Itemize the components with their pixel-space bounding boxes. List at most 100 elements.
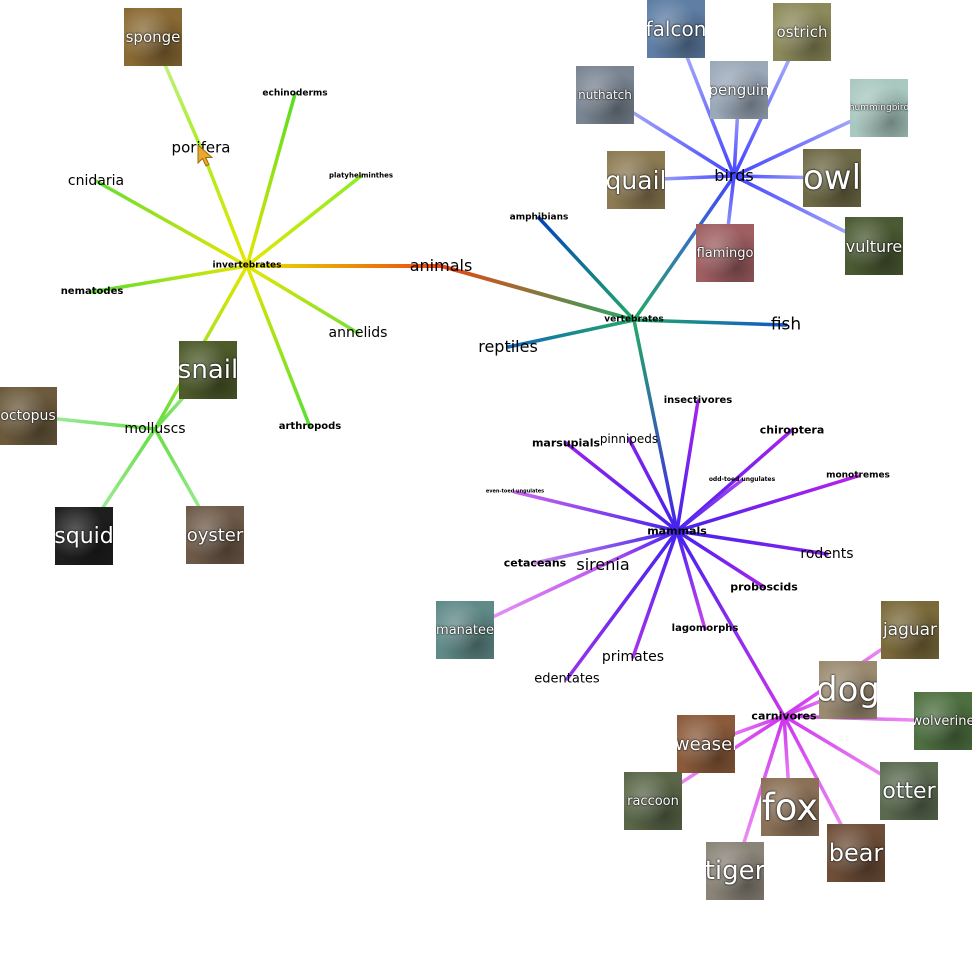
node-penguin[interactable]: penguin <box>710 61 768 119</box>
edge-animals-vertebrates <box>439 264 636 322</box>
edge-mammals-sirenia <box>601 529 679 567</box>
edge-mammals-odd-toed-ungulates <box>675 478 744 533</box>
photo-thumbnail <box>710 61 768 119</box>
edge-invertebrates-porifera <box>199 146 249 268</box>
node-falcon[interactable]: falcon <box>647 0 705 58</box>
node-label: octopus <box>0 408 56 424</box>
node-wolverine[interactable]: wolverine <box>914 692 972 750</box>
node-vertebrates[interactable]: vertebrates <box>604 314 664 325</box>
node-tiger[interactable]: tiger <box>706 842 764 900</box>
node-cetaceans[interactable]: cetaceans <box>503 556 567 570</box>
node-manatee[interactable]: manatee <box>436 601 494 659</box>
edge-vertebrates-fish <box>632 318 788 327</box>
edge-invertebrates-echinoderms <box>245 92 297 268</box>
photo-thumbnail <box>696 224 754 282</box>
node-sirenia[interactable]: sirenia <box>576 555 630 574</box>
edge-mammals-edentates <box>565 529 679 681</box>
node-insectivores[interactable]: insectivores <box>663 395 733 406</box>
photo-thumbnail <box>576 66 634 124</box>
node-marsupials[interactable]: marsupials <box>531 436 601 450</box>
node-label: ostrich <box>776 23 828 41</box>
node-otter[interactable]: otter <box>880 762 938 820</box>
node-squid[interactable]: squid <box>55 507 113 565</box>
node-label: oyster <box>186 524 244 546</box>
photo-thumbnail <box>55 507 113 565</box>
node-oyster[interactable]: oyster <box>186 506 244 564</box>
node-chiroptera[interactable]: chiroptera <box>759 423 825 437</box>
photo-thumbnail <box>647 0 705 58</box>
node-weasel[interactable]: weasel <box>677 715 735 773</box>
node-annelids[interactable]: annelids <box>328 325 388 341</box>
node-snail[interactable]: snail <box>179 341 237 399</box>
node-platyhelminthes[interactable]: platyhelminthes <box>328 171 394 180</box>
node-jaguar[interactable]: jaguar <box>881 601 939 659</box>
edge-vertebrates-amphibians <box>537 216 636 322</box>
node-primates[interactable]: primates <box>601 649 665 665</box>
node-rodents[interactable]: rodents <box>800 546 854 562</box>
node-label: vulture <box>845 236 903 256</box>
node-proboscids[interactable]: proboscids <box>730 580 798 594</box>
node-owl[interactable]: owl <box>803 149 861 207</box>
edge-vertebrates-reptiles <box>506 318 636 349</box>
node-amphibians[interactable]: amphibians <box>509 212 569 223</box>
node-octopus[interactable]: octopus <box>0 387 57 445</box>
photo-thumbnail <box>0 387 57 445</box>
node-label: sponge <box>125 28 181 46</box>
edge-invertebrates-arthropods <box>245 264 312 429</box>
node-fox[interactable]: fox <box>761 778 819 836</box>
node-monotremes[interactable]: monotremes <box>826 470 890 481</box>
node-sponge[interactable]: sponge <box>124 8 182 66</box>
node-hummingbird[interactable]: hummingbird <box>850 79 908 137</box>
node-arthropods[interactable]: arthropods <box>278 421 342 432</box>
edge-mammals-cetaceans <box>533 529 679 565</box>
node-even-toed-ungulates[interactable]: even-toed ungulates <box>485 488 545 495</box>
node-invertebrates[interactable]: invertebrates <box>212 260 282 271</box>
node-bear[interactable]: bear <box>827 824 885 882</box>
node-raccoon[interactable]: raccoon <box>624 772 682 830</box>
node-pinnipeds[interactable]: pinnipeds <box>599 432 659 446</box>
node-label: owl <box>803 158 861 198</box>
node-cnidaria[interactable]: cnidaria <box>67 173 125 189</box>
node-nematodes[interactable]: nematodes <box>60 286 124 297</box>
node-label: manatee <box>436 622 494 638</box>
node-dog[interactable]: dog <box>819 661 877 719</box>
node-flamingo[interactable]: flamingo <box>696 224 754 282</box>
node-label: wolverine <box>914 713 972 729</box>
photo-thumbnail <box>677 715 735 773</box>
node-mammals[interactable]: mammals <box>647 524 707 538</box>
node-edentates[interactable]: edentates <box>534 671 600 687</box>
node-odd-toed-ungulates[interactable]: odd-toed ungulates <box>708 476 776 483</box>
node-fish[interactable]: fish <box>770 314 802 335</box>
node-label: fox <box>761 785 819 829</box>
edge-mammals-marsupials <box>564 441 679 533</box>
node-label: tiger <box>706 856 764 886</box>
edge-vertebrates-mammals <box>632 318 679 533</box>
node-carnivores[interactable]: carnivores <box>751 709 817 723</box>
node-birds[interactable]: birds <box>714 166 754 185</box>
edge-mammals-carnivores <box>675 529 786 718</box>
node-animals[interactable]: animals <box>409 256 473 275</box>
node-label: bear <box>828 839 884 867</box>
node-reptiles[interactable]: reptiles <box>478 337 538 356</box>
photo-thumbnail <box>761 778 819 836</box>
node-label: weasel <box>677 733 735 755</box>
photo-thumbnail <box>773 3 831 61</box>
node-echinoderms[interactable]: echinoderms <box>262 88 328 99</box>
edge-mammals-monotremes <box>675 474 860 533</box>
node-nuthatch[interactable]: nuthatch <box>576 66 634 124</box>
edge-invertebrates-platyhelminthes <box>245 174 363 268</box>
node-ostrich[interactable]: ostrich <box>773 3 831 61</box>
node-molluscs[interactable]: molluscs <box>124 421 186 437</box>
node-vulture[interactable]: vulture <box>845 217 903 275</box>
edge-invertebrates-nematodes <box>90 264 249 294</box>
photo-thumbnail <box>845 217 903 275</box>
node-lagomorphs[interactable]: lagomorphs <box>671 623 739 634</box>
node-label: hummingbird <box>850 103 908 113</box>
node-quail[interactable]: quail <box>607 151 665 209</box>
edge-invertebrates-cnidaria <box>94 179 249 268</box>
node-label: flamingo <box>696 245 754 261</box>
photo-thumbnail <box>880 762 938 820</box>
node-label: nuthatch <box>578 88 632 102</box>
